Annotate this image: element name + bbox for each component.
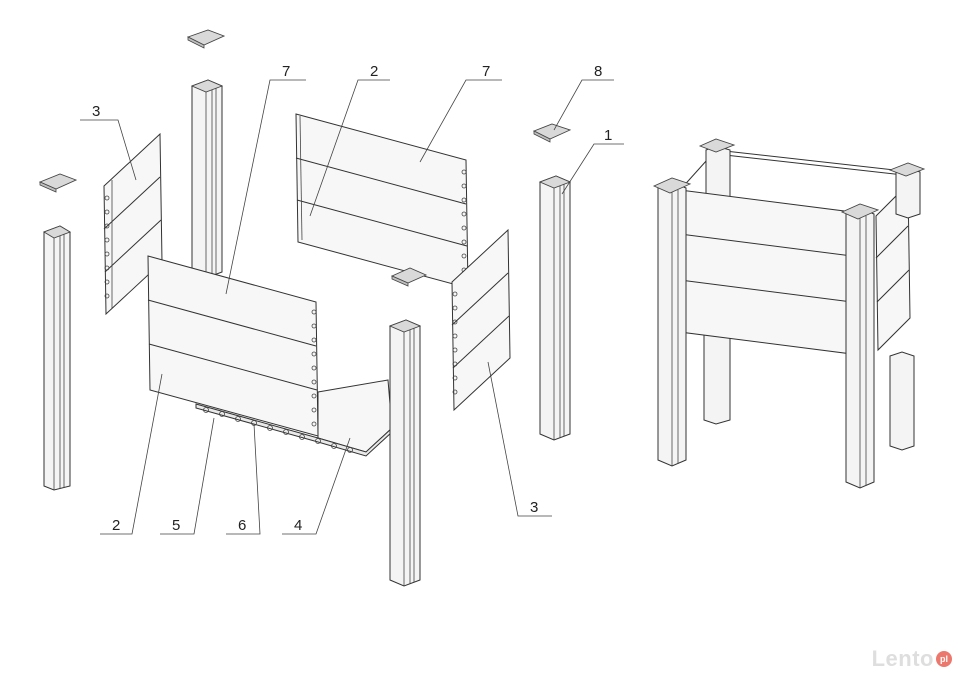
back-panel <box>295 113 469 289</box>
floor-panel <box>195 379 393 457</box>
callout-7-right: 7 <box>482 63 490 80</box>
post-back-right <box>538 175 572 441</box>
callout-6: 6 <box>238 517 246 534</box>
post-front-right <box>388 319 422 587</box>
side-panel-right <box>451 228 511 412</box>
callout-4: 4 <box>294 517 302 534</box>
callout-5: 5 <box>172 517 180 534</box>
front-panel <box>147 255 319 437</box>
cap-far-left <box>38 173 78 193</box>
post-back-left <box>190 79 224 279</box>
cap-center <box>390 267 428 287</box>
callout-3-left: 3 <box>92 103 100 120</box>
watermark-logo: Lento pl <box>872 646 952 672</box>
post-far-left <box>42 225 72 491</box>
callout-2-top: 2 <box>370 63 378 80</box>
callout-3-right: 3 <box>530 499 538 516</box>
assembled-planter <box>652 138 926 489</box>
watermark-brand: Lento <box>871 646 934 671</box>
cap-back-left <box>186 29 226 49</box>
callout-7-left: 7 <box>282 63 290 80</box>
callout-8: 8 <box>594 63 602 80</box>
callout-2-bottom: 2 <box>112 517 120 534</box>
callout-1: 1 <box>604 127 612 144</box>
watermark-badge: pl <box>936 651 952 667</box>
callout-leaders <box>80 79 624 535</box>
cap-right <box>532 123 572 143</box>
